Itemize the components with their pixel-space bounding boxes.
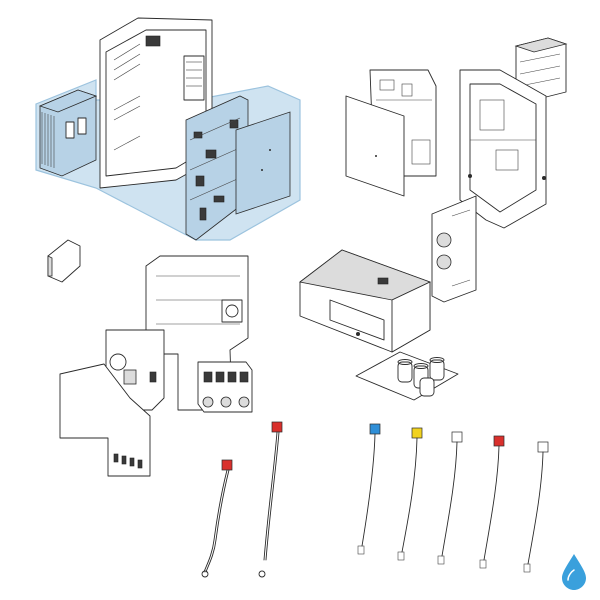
back-panel <box>99 17 213 189</box>
capacitors <box>397 357 445 397</box>
cable-3[interactable] <box>357 423 381 555</box>
cable-5[interactable] <box>437 431 463 565</box>
side-pcb-panel[interactable] <box>431 195 477 303</box>
mounting-bracket[interactable] <box>47 239 81 283</box>
cable-connector <box>537 441 549 453</box>
highlighted-electrical-box-assembly[interactable] <box>35 17 301 241</box>
pcb-with-cover-assembly[interactable] <box>345 69 437 197</box>
insulating-cover-plate[interactable] <box>59 363 151 477</box>
cable-connector <box>271 421 283 433</box>
cable-set <box>201 421 549 578</box>
terminal-block <box>197 361 253 413</box>
cable-6[interactable] <box>479 435 505 569</box>
inverter-board-assembly[interactable] <box>105 255 253 413</box>
water-drop-icon <box>562 554 586 590</box>
front-cover-plate <box>235 111 291 215</box>
heat-sink <box>38 89 98 177</box>
cable-4[interactable] <box>397 427 423 561</box>
cable-2[interactable] <box>258 421 283 578</box>
cable-connector <box>493 435 505 447</box>
cable-connector <box>369 423 381 435</box>
pcb-cover-sheet <box>345 95 405 197</box>
cable-connector <box>411 427 423 439</box>
transformer <box>221 299 243 323</box>
metal-housing-box[interactable] <box>299 249 432 353</box>
capacitor-board[interactable] <box>355 351 459 401</box>
main-pcb-board <box>185 95 249 241</box>
cable-connector <box>451 431 463 443</box>
cable-connector <box>221 459 233 471</box>
cable-7[interactable] <box>523 441 549 573</box>
cable-1[interactable] <box>201 459 233 578</box>
chassis-frame-assembly[interactable] <box>459 69 547 229</box>
